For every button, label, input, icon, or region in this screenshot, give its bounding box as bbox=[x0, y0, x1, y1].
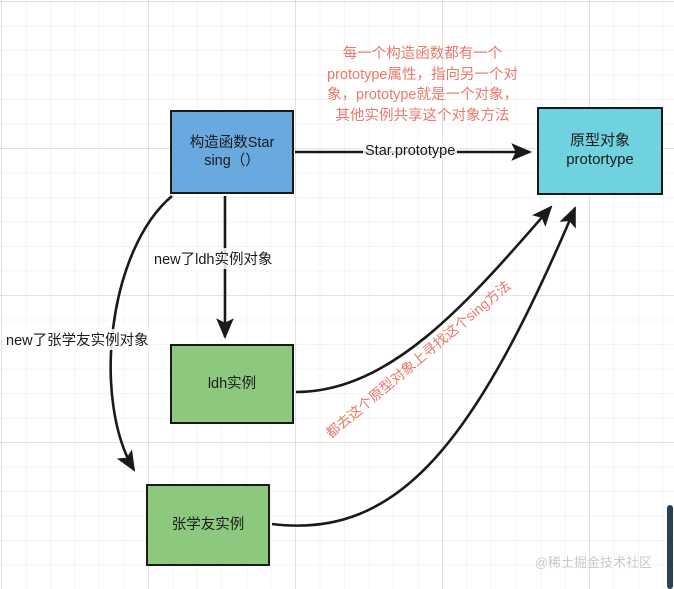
node-prototype-label: 原型对象 protortype bbox=[566, 132, 634, 168]
vertical-scrollbar-thumb[interactable] bbox=[667, 505, 673, 589]
node-prototype-object[interactable]: 原型对象 protortype bbox=[537, 107, 663, 195]
edge-label-star-prototype: Star.prototype bbox=[363, 143, 458, 159]
node-ldh-instance[interactable]: ldh实例 bbox=[170, 344, 294, 424]
annotation-prototype-note: 每一个构造函数都有一个 prototype属性，指向另一个对 象，prototy… bbox=[327, 46, 518, 124]
annotation-prototype-lookup-note: 都去这个原型对象上寻找这个sing方法 bbox=[322, 277, 514, 442]
node-zhangxueyou-instance[interactable]: 张学友实例 bbox=[146, 484, 270, 566]
edge-label-new-zhangxueyou-instance: new了张学友实例对象 bbox=[4, 329, 151, 350]
node-zhangxueyou-label: 张学友实例 bbox=[171, 516, 245, 533]
watermark: @稀土掘金技术社区 bbox=[534, 555, 652, 570]
vertical-scrollbar-track[interactable] bbox=[666, 0, 674, 589]
edge-label-new-ldh-instance: new了ldh实例对象 bbox=[152, 248, 275, 269]
node-constructor-label: 构造函数Star sing（） bbox=[189, 134, 275, 169]
node-ldh-label: ldh实例 bbox=[207, 375, 257, 392]
node-constructor-function[interactable]: 构造函数Star sing（） bbox=[170, 110, 294, 194]
